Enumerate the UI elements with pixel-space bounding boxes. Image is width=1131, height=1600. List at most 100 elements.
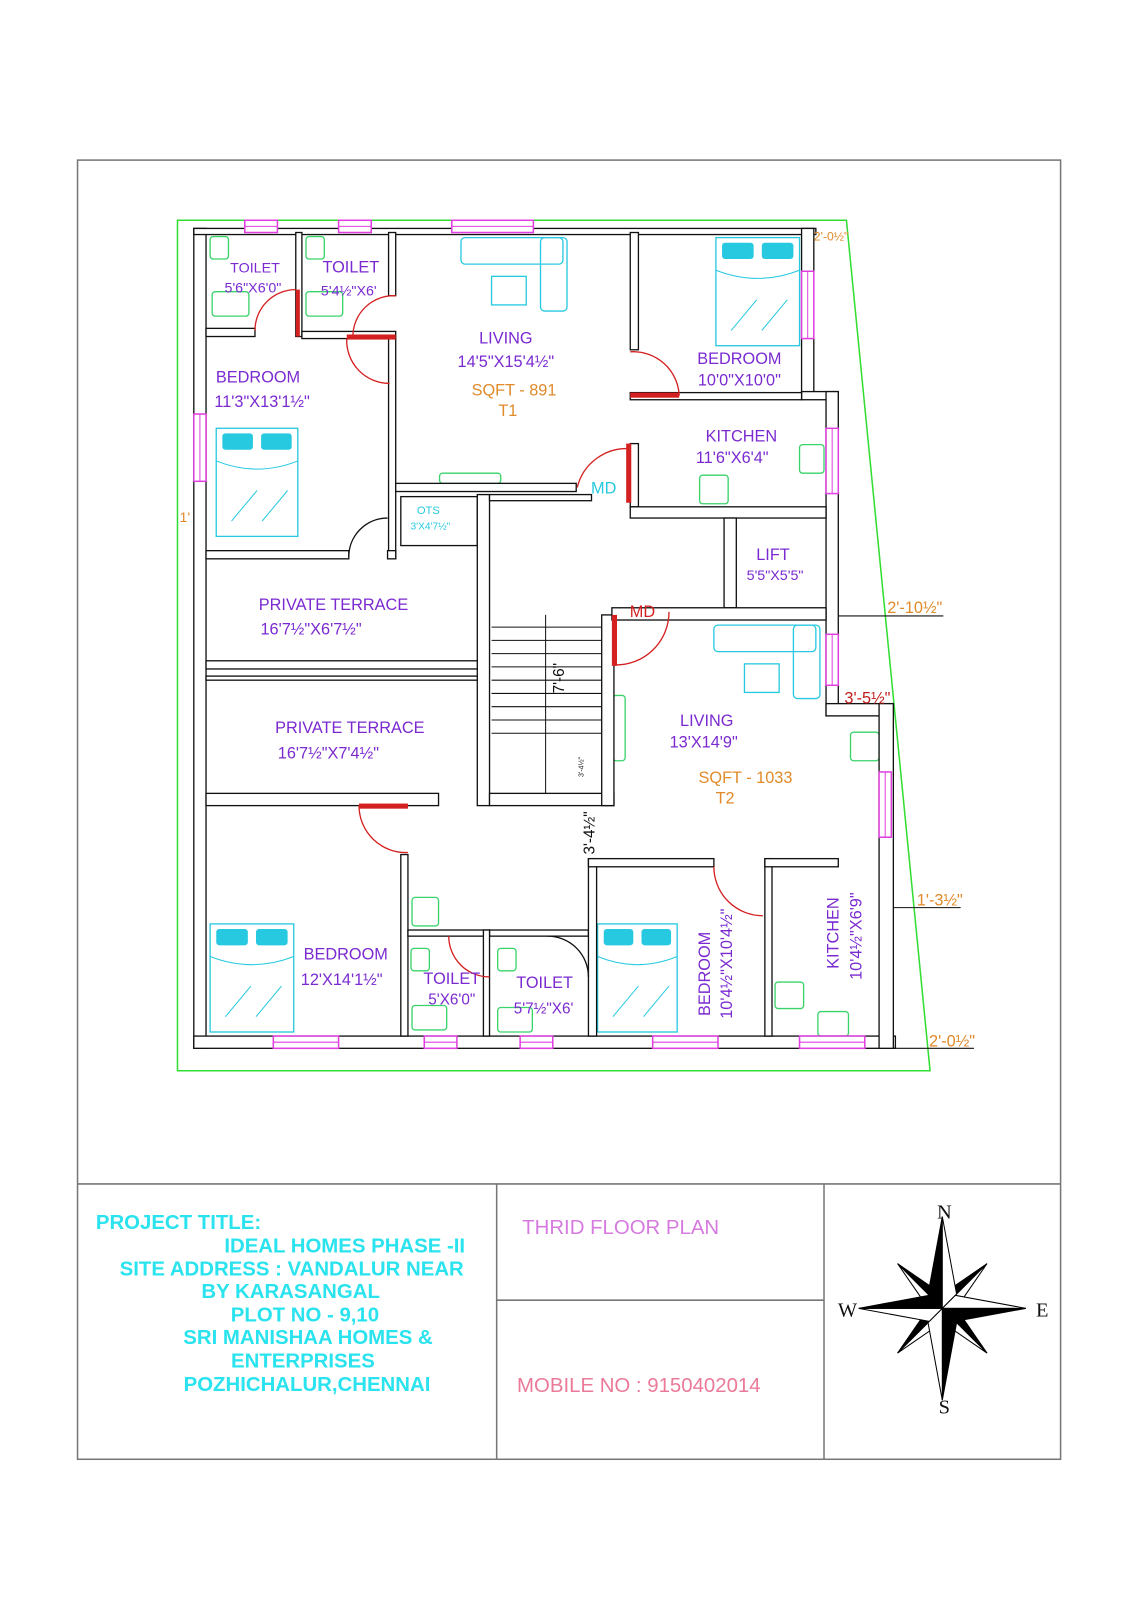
compass-point <box>941 1294 1027 1309</box>
terrace-b-label: PRIVATE TERRACE <box>275 719 425 737</box>
fixture <box>411 896 440 927</box>
t1-bedroom-a-size: 11'3"X13'1½" <box>214 393 310 411</box>
title-block: PROJECT TITLE: IDEAL HOMES PHASE -II SIT… <box>96 1212 761 1397</box>
door-swing <box>358 805 408 854</box>
wall <box>476 493 491 807</box>
coffee-table <box>743 663 780 694</box>
wall <box>723 517 737 609</box>
passage-dim: 3'-4½" <box>582 811 599 854</box>
fixture <box>497 947 517 972</box>
bed-mark <box>261 490 289 522</box>
t1-unit: T1 <box>498 402 517 420</box>
t2-toilet-a-label: TOILET <box>423 970 480 988</box>
compass-point <box>858 1307 944 1322</box>
compass-w: W <box>838 1300 858 1322</box>
walls-layer <box>193 227 897 1049</box>
north-arrow-compass: N S W E <box>838 1202 1049 1419</box>
door-swing <box>352 295 396 337</box>
bed-mark <box>612 985 639 1018</box>
pillow <box>256 928 288 946</box>
pillow <box>641 928 672 946</box>
bed <box>715 236 801 347</box>
bed-mark <box>643 985 670 1018</box>
fixture <box>698 474 729 505</box>
wall <box>400 853 409 1037</box>
pillow <box>222 433 253 450</box>
sofa <box>539 236 568 312</box>
t2-living-size: 13'X14'9" <box>670 733 738 751</box>
wall <box>488 493 593 502</box>
wall <box>587 857 715 868</box>
t2-unit: T2 <box>716 790 735 808</box>
lift-size: 5'5"X5'5" <box>747 568 804 584</box>
wall <box>764 857 839 868</box>
fixture <box>817 1010 850 1037</box>
t2-kitchen-size: 10'4½"X6'9" <box>848 892 866 980</box>
fixture <box>612 694 626 762</box>
t1-kitchen-size: 11'6"X6'4" <box>696 449 769 467</box>
ots-size: 3'X4'7½" <box>410 521 450 532</box>
wall <box>482 929 491 1037</box>
door-leaf <box>346 334 396 340</box>
site-address: SITE ADDRESS : VANDALUR NEAR <box>120 1259 464 1281</box>
bed <box>596 923 678 1033</box>
t1-toilet-b-size: 5'4½"X6' <box>321 284 377 300</box>
bed <box>209 923 295 1033</box>
wall <box>488 792 615 807</box>
wall <box>205 550 350 560</box>
lift-label: LIFT <box>756 546 790 564</box>
door-swing <box>613 611 670 666</box>
compass-point <box>941 1307 958 1401</box>
mobile-number: MOBILE NO : 9150402014 <box>517 1375 761 1397</box>
door-leaf <box>295 289 300 337</box>
bed-mark <box>231 490 258 522</box>
t1-bedroom-b-size: 10'0"X10'0" <box>698 371 781 389</box>
t2-toilet-a-size: 5'X6'0" <box>428 991 475 1008</box>
t2-bedroom-a-size: 12'X14'1½" <box>301 971 383 989</box>
wall <box>205 792 440 807</box>
sofa <box>460 236 564 265</box>
door-leaf <box>358 803 408 809</box>
bed-sheet <box>209 956 294 966</box>
wall <box>395 482 577 493</box>
compass-point <box>941 1307 1027 1322</box>
stair-small-dim: 3'-4½" <box>577 756 585 777</box>
door-swing <box>254 288 296 331</box>
t2-bedroom-b-size: 10'4½"X10'4½" <box>718 908 736 1018</box>
setback-right-living: 3'-5½" <box>844 690 890 708</box>
t1-living-label: LIVING <box>479 330 532 348</box>
t1-bedroom-b-label: BEDROOM <box>697 350 781 368</box>
bed-sheet <box>597 956 678 966</box>
t2-bedroom-a-label: BEDROOM <box>304 946 388 964</box>
compass-point <box>858 1294 944 1309</box>
door-leaf <box>630 392 680 398</box>
furniture-layer <box>209 235 880 1037</box>
compass-point <box>927 1216 943 1310</box>
wall <box>601 614 615 807</box>
t1-toilet-a-size: 5'6"X6'0" <box>225 281 282 297</box>
pillow <box>216 928 248 946</box>
setback-right-kitchen: 1'-3½" <box>917 892 963 910</box>
door-swing <box>448 936 490 978</box>
wall <box>611 607 827 621</box>
sofa <box>792 624 821 700</box>
setback-bottom-right: 2'-0½" <box>929 1032 975 1050</box>
wall <box>878 702 895 1049</box>
compass-point <box>941 1216 958 1310</box>
staircase <box>491 614 602 794</box>
door-swing <box>547 935 590 977</box>
sheet-frame <box>76 159 1062 1461</box>
t1-kitchen-label: KITCHEN <box>706 428 778 446</box>
wall <box>407 929 491 937</box>
door-swing <box>713 866 763 917</box>
company-name-2: ENTERPRISES <box>231 1350 375 1372</box>
setback-dimensions: 2'-0½" 2'-10½" 3'-5½" 1'-3½" 2'-0½" 1' <box>180 230 976 1051</box>
pillow <box>722 242 754 260</box>
bed-mark <box>225 985 252 1018</box>
fixture <box>497 1006 534 1033</box>
terrace-b-size: 16'7½"X7'4½" <box>278 745 379 763</box>
windows-layer <box>193 219 893 1050</box>
t1-toilet-b-label: TOILET <box>322 258 379 276</box>
wall <box>205 327 256 338</box>
